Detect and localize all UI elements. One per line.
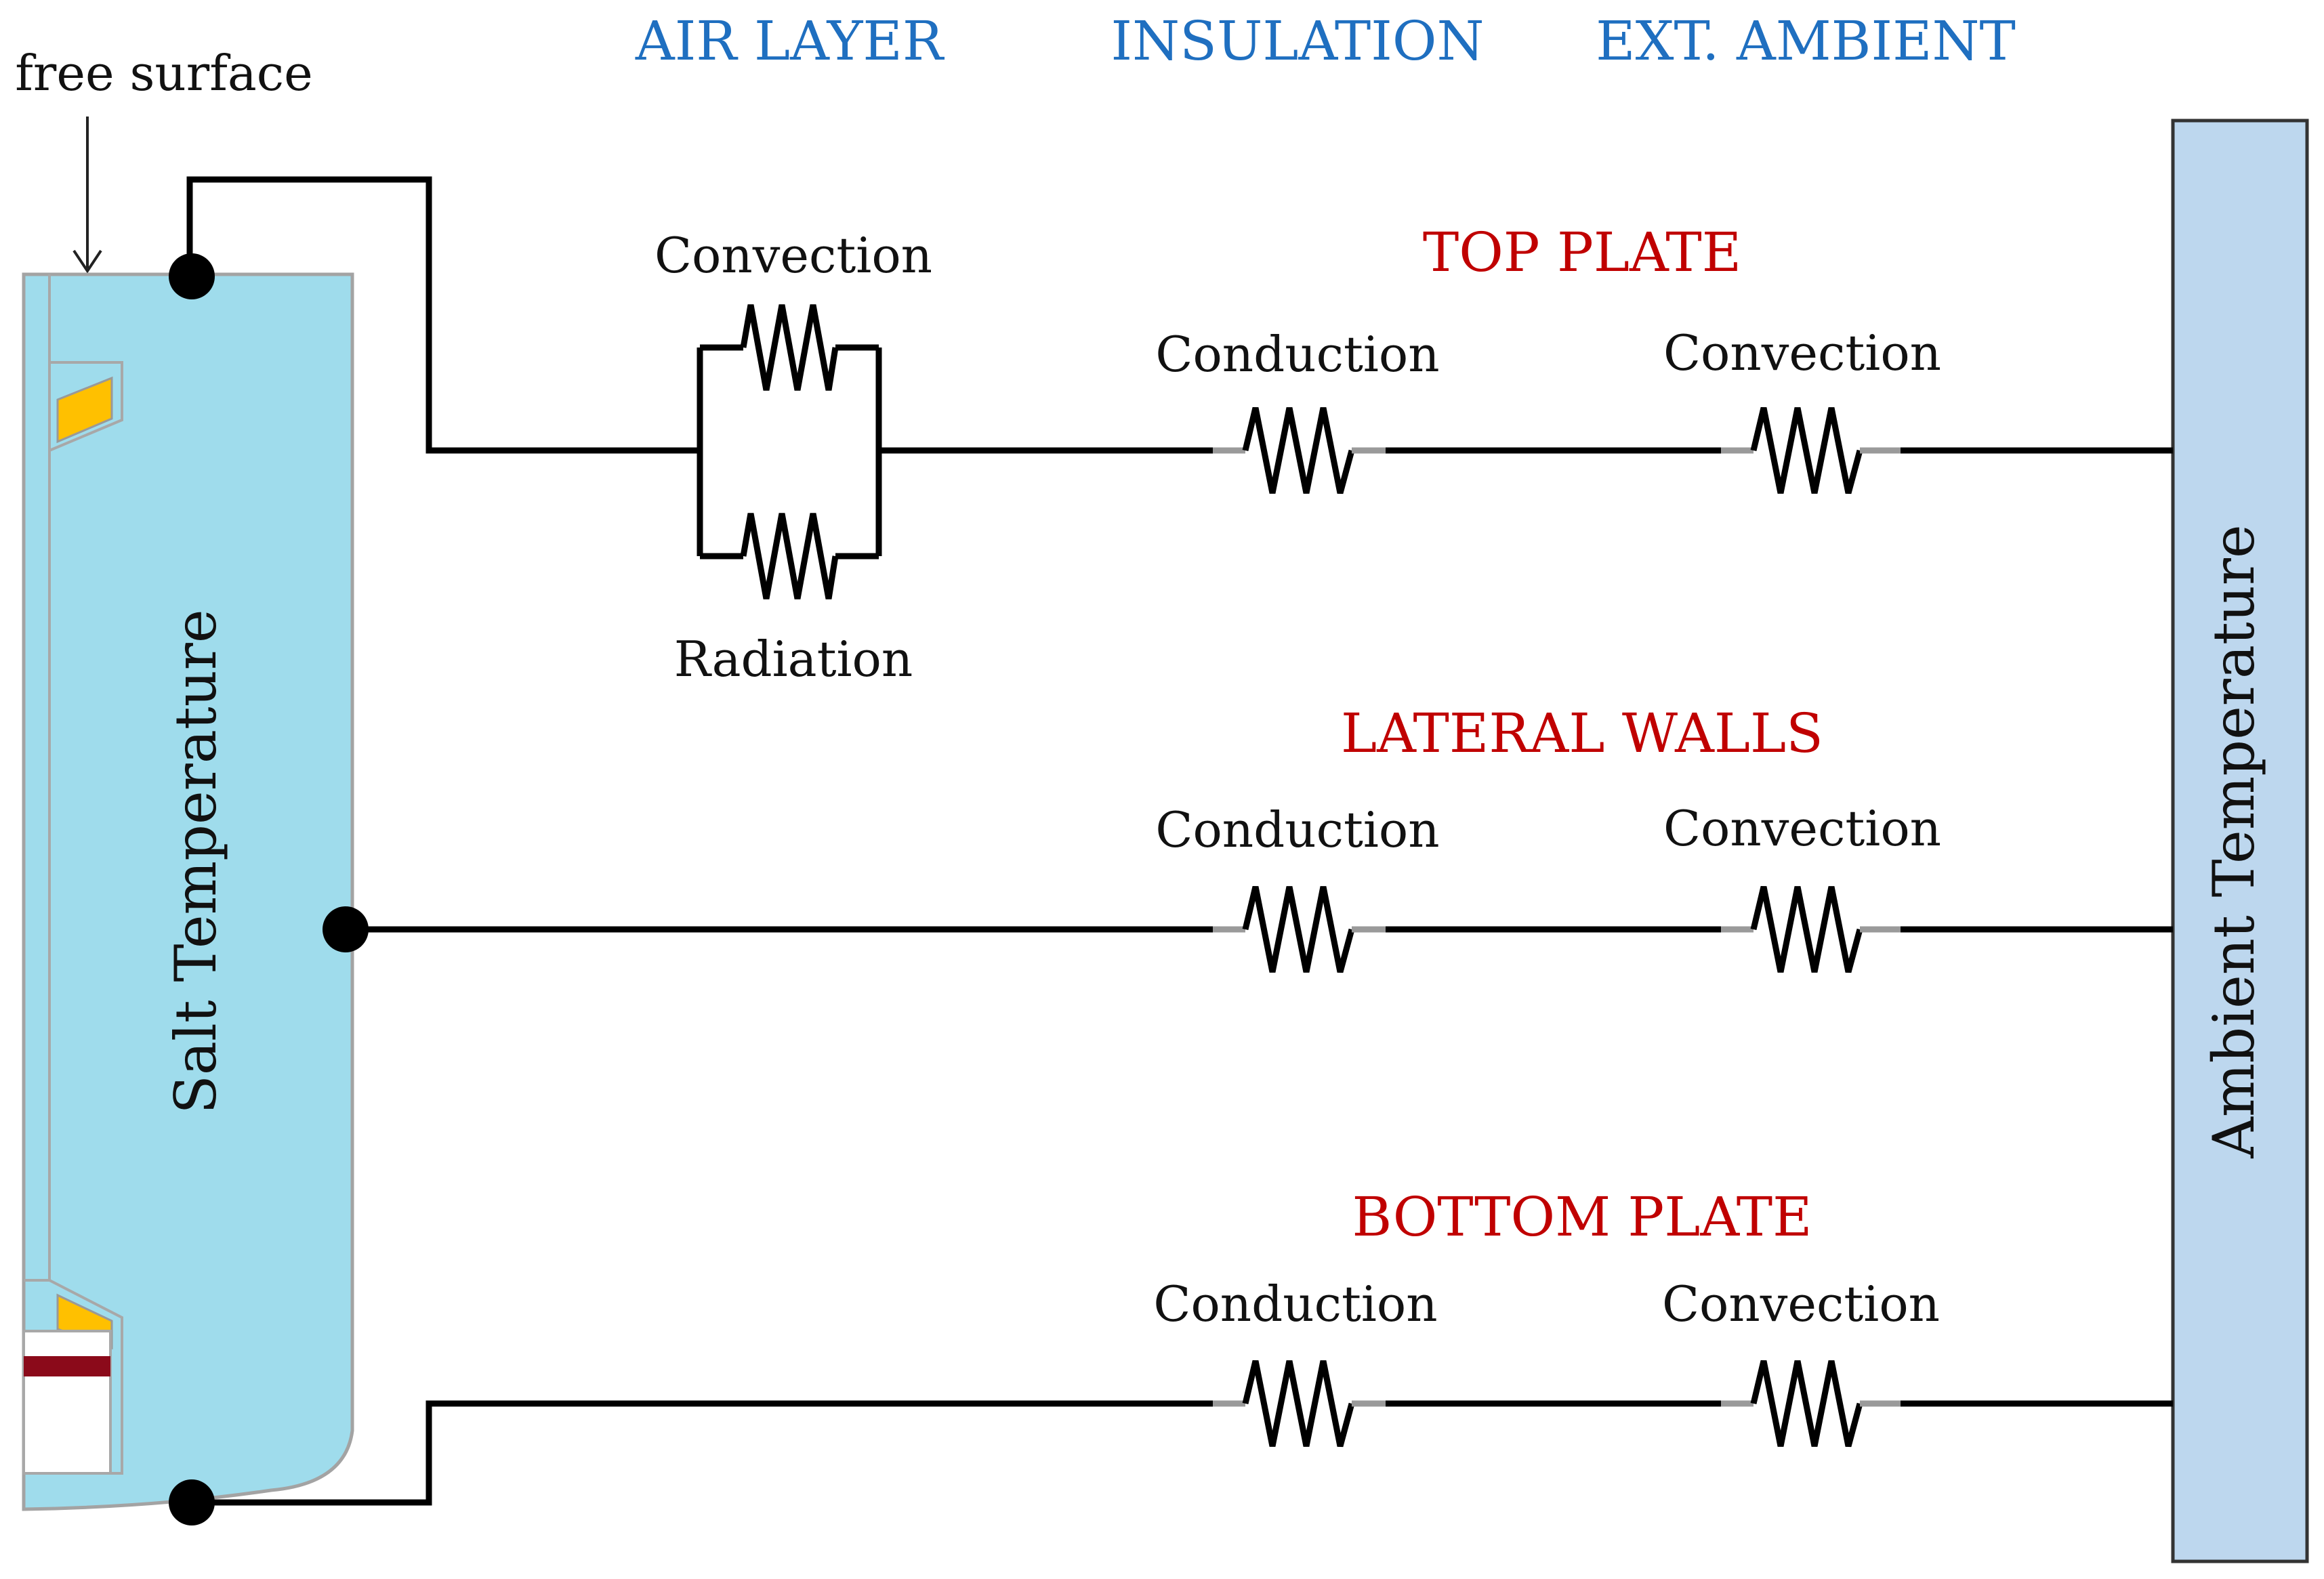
ambient-bar: Ambient Temperature [2171, 119, 2309, 1563]
salt-tank: Salt Temperature [22, 272, 354, 1511]
bottom-convection-resistor [1750, 1360, 1863, 1448]
free-surface-label: free surface [15, 45, 312, 102]
header-air-layer: AIR LAYER [635, 9, 945, 72]
air-radiation-resistor [740, 513, 839, 599]
ambient-temperature-label: Ambient Temperature [2201, 524, 2267, 1159]
air-convection-resistor [740, 304, 839, 391]
top-convection-label: Convection [1663, 324, 1941, 381]
air-radiation-label: Radiation [674, 631, 913, 688]
upper-gasket [56, 376, 113, 444]
bottom-conduction-resistor [1242, 1360, 1355, 1448]
lateral-convection-resistor [1750, 885, 1863, 973]
air-convection-label: Convection [655, 227, 932, 284]
salt-node-lateral [323, 906, 369, 952]
bottom-plate-title: BOTTOM PLATE [1352, 1185, 1812, 1248]
top-plate-branch: TOP PLATE Convection Radiation Conductio… [169, 176, 2173, 688]
lateral-walls-title: LATERAL WALLS [1341, 702, 1823, 765]
bottom-conduction-label: Conduction [1153, 1276, 1437, 1332]
top-conduction-label: Conduction [1155, 326, 1439, 383]
salt-temperature-label: Salt Temperature [163, 609, 229, 1114]
header-insulation: INSULATION [1111, 9, 1485, 72]
lateral-convection-label: Convection [1663, 800, 1941, 857]
top-convection-resistor [1750, 406, 1863, 494]
lateral-conduction-resistor [1242, 885, 1355, 973]
bottom-plate-branch: BOTTOM PLATE Conduction Convection [169, 1185, 2173, 1525]
free-surface-arrow [72, 117, 102, 274]
top-plate-title: TOP PLATE [1423, 221, 1741, 284]
bottom-convection-label: Convection [1662, 1276, 1940, 1332]
lateral-walls-branch: LATERAL WALLS Conduction Convection [323, 702, 2173, 973]
bottom-white-block [22, 1330, 112, 1475]
lateral-conduction-label: Conduction [1155, 801, 1439, 858]
top-conduction-resistor [1242, 406, 1355, 494]
bottom-plate-stripe [24, 1356, 110, 1376]
header-ext-ambient: EXT. AMBIENT [1596, 9, 2016, 72]
salt-node-top [169, 253, 215, 299]
salt-node-bottom [169, 1479, 215, 1525]
